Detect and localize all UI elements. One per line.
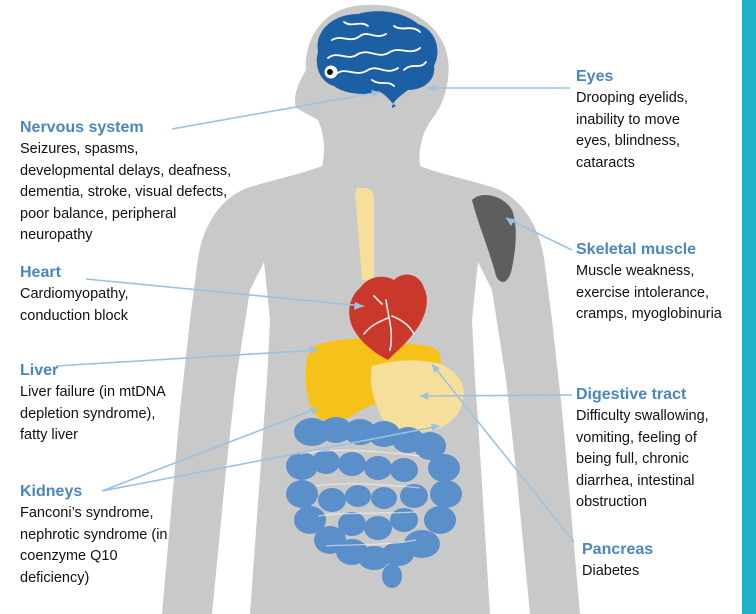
- kidneys-title: Kidneys: [20, 481, 220, 503]
- pancreas-label: Pancreas Diabetes: [582, 539, 732, 583]
- accent-bar: [742, 0, 756, 614]
- nervous-system-desc: Seizures, spasms, developmental delays, …: [20, 139, 265, 247]
- skeletal-muscle-label: Skeletal muscle Muscle weakness, exercis…: [576, 239, 742, 326]
- heart-title: Heart: [20, 262, 220, 284]
- liver-label: Liver Liver failure (in mtDNA depletion …: [20, 360, 220, 447]
- liver-desc: Liver failure (in mtDNA depletion syndro…: [20, 382, 220, 447]
- eyes-title: Eyes: [576, 66, 736, 88]
- kidneys-label: Kidneys Fanconi’s syndrome, nephrotic sy…: [20, 481, 220, 589]
- pancreas-title: Pancreas: [582, 539, 732, 561]
- digestive-tract-title: Digestive tract: [576, 384, 742, 406]
- eye-shape: [325, 66, 338, 79]
- eyes-label: Eyes Drooping eyelids, inability to move…: [576, 66, 736, 174]
- skeletal-muscle-desc: Muscle weakness, exercise intolerance, c…: [576, 261, 742, 326]
- skeletal-muscle-title: Skeletal muscle: [576, 239, 742, 261]
- digestive-tract-label: Digestive tract Difficulty swallowing, v…: [576, 384, 742, 514]
- liver-title: Liver: [20, 360, 220, 382]
- digestive-tract-desc: Difficulty swallowing, vomiting, feeling…: [576, 406, 742, 514]
- heart-label: Heart Cardiomyopathy, conduction block: [20, 262, 220, 327]
- kidneys-desc: Fanconi’s syndrome, nephrotic syndrome (…: [20, 503, 220, 589]
- eyes-desc: Drooping eyelids, inability to move eyes…: [576, 88, 736, 174]
- heart-desc: Cardiomyopathy, conduction block: [20, 284, 220, 327]
- nervous-system-title: Nervous system: [20, 117, 265, 139]
- nervous-system-label: Nervous system Seizures, spasms, develop…: [20, 117, 265, 247]
- pancreas-desc: Diabetes: [582, 561, 732, 583]
